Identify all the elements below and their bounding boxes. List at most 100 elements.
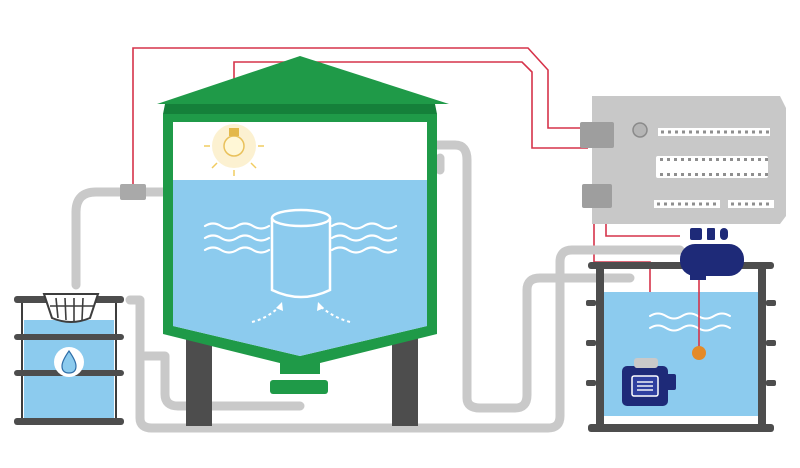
pin-dot	[703, 130, 706, 134]
pin-dot	[751, 173, 754, 176]
pin-dot	[681, 158, 684, 161]
pin-dot	[675, 130, 678, 134]
pin-dot	[695, 173, 698, 176]
pin-dot	[702, 173, 705, 176]
pin-dot	[709, 173, 712, 176]
pin-dot	[678, 202, 681, 206]
pin-dot	[765, 158, 768, 161]
pipe-barrel-to-tank	[71, 187, 303, 290]
pipe-sump-return	[435, 245, 685, 433]
pin-dot	[758, 158, 761, 161]
tank-legs	[186, 334, 418, 426]
pin-dot	[695, 158, 698, 161]
pipe-bottom-main	[140, 351, 305, 411]
water-barrel	[14, 293, 124, 425]
pin-dot	[681, 173, 684, 176]
tank-drain	[280, 362, 320, 374]
pin-dot	[752, 202, 755, 206]
pin-dot	[759, 202, 762, 206]
bulb-icon	[204, 124, 264, 176]
bulb-glass	[223, 135, 245, 157]
power-jack	[582, 184, 612, 208]
usb-port	[580, 122, 614, 148]
pin-dot	[758, 173, 761, 176]
barrel-band-bottom	[14, 418, 124, 425]
flow-sensor	[120, 184, 146, 200]
pin-dot	[717, 130, 720, 134]
pin-dot	[688, 173, 691, 176]
main-tank	[157, 56, 449, 394]
pin-dot	[699, 202, 702, 206]
pipe-tank-outlet	[398, 140, 635, 413]
pin-dot	[744, 173, 747, 176]
pin-dot	[730, 173, 733, 176]
pin-dot	[688, 158, 691, 161]
pin-dot	[706, 202, 709, 206]
sump-tank	[586, 262, 776, 432]
pin-dot	[745, 202, 748, 206]
tank-leg-left	[186, 334, 212, 426]
pin-dot	[731, 202, 734, 206]
pin-dot	[657, 202, 660, 206]
barrel-funnel-icon	[42, 293, 100, 323]
pin-dot	[664, 202, 667, 206]
pin-dot	[710, 130, 713, 134]
pin-dot	[724, 130, 727, 134]
pin-dot	[738, 130, 741, 134]
submersible-pump-icon	[622, 358, 676, 406]
pin-dot	[744, 158, 747, 161]
pin-dot	[696, 130, 699, 134]
pin-dot	[765, 173, 768, 176]
sump-wall-right	[758, 262, 766, 432]
pin-dot	[661, 130, 664, 134]
pin-dot	[716, 173, 719, 176]
pin-dot	[737, 173, 740, 176]
arrow-heads	[276, 302, 324, 311]
pin-dot	[716, 158, 719, 161]
pipe-return-left	[125, 295, 445, 433]
pipes	[71, 140, 685, 433]
pin-dot	[667, 158, 670, 161]
sump-waves	[649, 312, 731, 332]
sump-floor	[588, 424, 774, 432]
reset-button	[632, 122, 648, 138]
pin-dot	[751, 158, 754, 161]
tank-roof	[157, 56, 449, 104]
bulb-socket	[229, 128, 239, 136]
tank-drain-base	[270, 380, 328, 394]
wire-to-bulb	[233, 61, 588, 149]
sump-studs	[586, 300, 776, 386]
header-pins-bottom-right	[728, 200, 774, 208]
tank-rim	[163, 104, 437, 114]
pin-dot	[752, 130, 755, 134]
water-drop-icon	[54, 347, 84, 377]
pin-dot	[723, 173, 726, 176]
pin-dot	[660, 158, 663, 161]
float-ball	[692, 346, 706, 360]
pin-dots	[657, 130, 769, 206]
pin-dot	[674, 158, 677, 161]
pin-dot	[737, 158, 740, 161]
pin-dot	[668, 130, 671, 134]
wire-to-flow-sensor	[132, 47, 588, 186]
pin-dot	[702, 158, 705, 161]
tank-leg-right	[392, 334, 418, 426]
pin-dot	[745, 130, 748, 134]
pin-dot	[682, 130, 685, 134]
pin-dot	[731, 130, 734, 134]
pin-dot	[730, 158, 733, 161]
pin-dot	[759, 130, 762, 134]
inner-filter	[270, 208, 332, 299]
pin-dot	[667, 173, 670, 176]
pin-dot	[709, 158, 712, 161]
microcontroller-board	[580, 96, 786, 224]
pin-dot	[689, 130, 692, 134]
chip-row	[656, 156, 768, 178]
tank-waves	[203, 222, 398, 254]
pin-dot	[766, 202, 769, 206]
arrow-left-icon	[251, 305, 281, 323]
pin-dot	[766, 130, 769, 134]
pin-dot	[713, 202, 716, 206]
